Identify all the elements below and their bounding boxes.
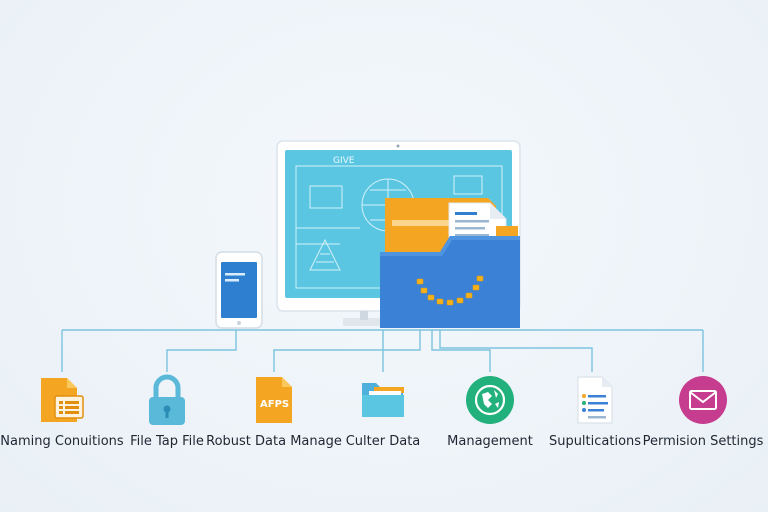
branch-line-supult <box>439 330 593 372</box>
node-robust-data-manage[interactable]: AFPS Robust Data Manage <box>204 372 344 449</box>
node-label: Naming Conuitions <box>0 434 124 449</box>
lock-icon <box>139 372 195 428</box>
phone-screen <box>221 262 257 318</box>
checklist-document-icon <box>567 372 623 428</box>
orange-document-icon <box>34 372 90 428</box>
data-folder <box>380 198 520 328</box>
node-label: Robust Data Manage <box>206 434 342 449</box>
orange-file-icon: AFPS <box>246 372 302 428</box>
branch-line-filetap <box>166 330 237 372</box>
node-supultications[interactable]: Supultications <box>525 372 665 449</box>
node-label: Management <box>447 434 533 449</box>
monitor-caption: GIVE <box>333 156 355 166</box>
node-label: Culter Data <box>345 434 421 449</box>
node-management[interactable]: Management <box>420 372 560 449</box>
node-label: Supultications <box>548 434 642 449</box>
node-culter-data[interactable]: Culter Data <box>313 372 453 449</box>
smartphone <box>215 251 263 329</box>
node-label: File Tap File <box>130 434 204 449</box>
globe-icon <box>462 372 518 428</box>
node-permission-settings[interactable]: Permision Settings <box>633 372 768 449</box>
branch-line-management <box>431 330 491 372</box>
file-badge: AFPS <box>260 399 289 410</box>
branch-line-robust <box>273 330 421 372</box>
node-file-tap-file[interactable]: File Tap File <box>97 372 237 449</box>
folder-icon <box>355 372 411 428</box>
mail-icon <box>675 372 731 428</box>
node-label: Permision Settings <box>642 434 764 449</box>
folder-front <box>380 236 520 328</box>
node-naming-conventions[interactable]: Naming Conuitions <box>0 372 132 449</box>
